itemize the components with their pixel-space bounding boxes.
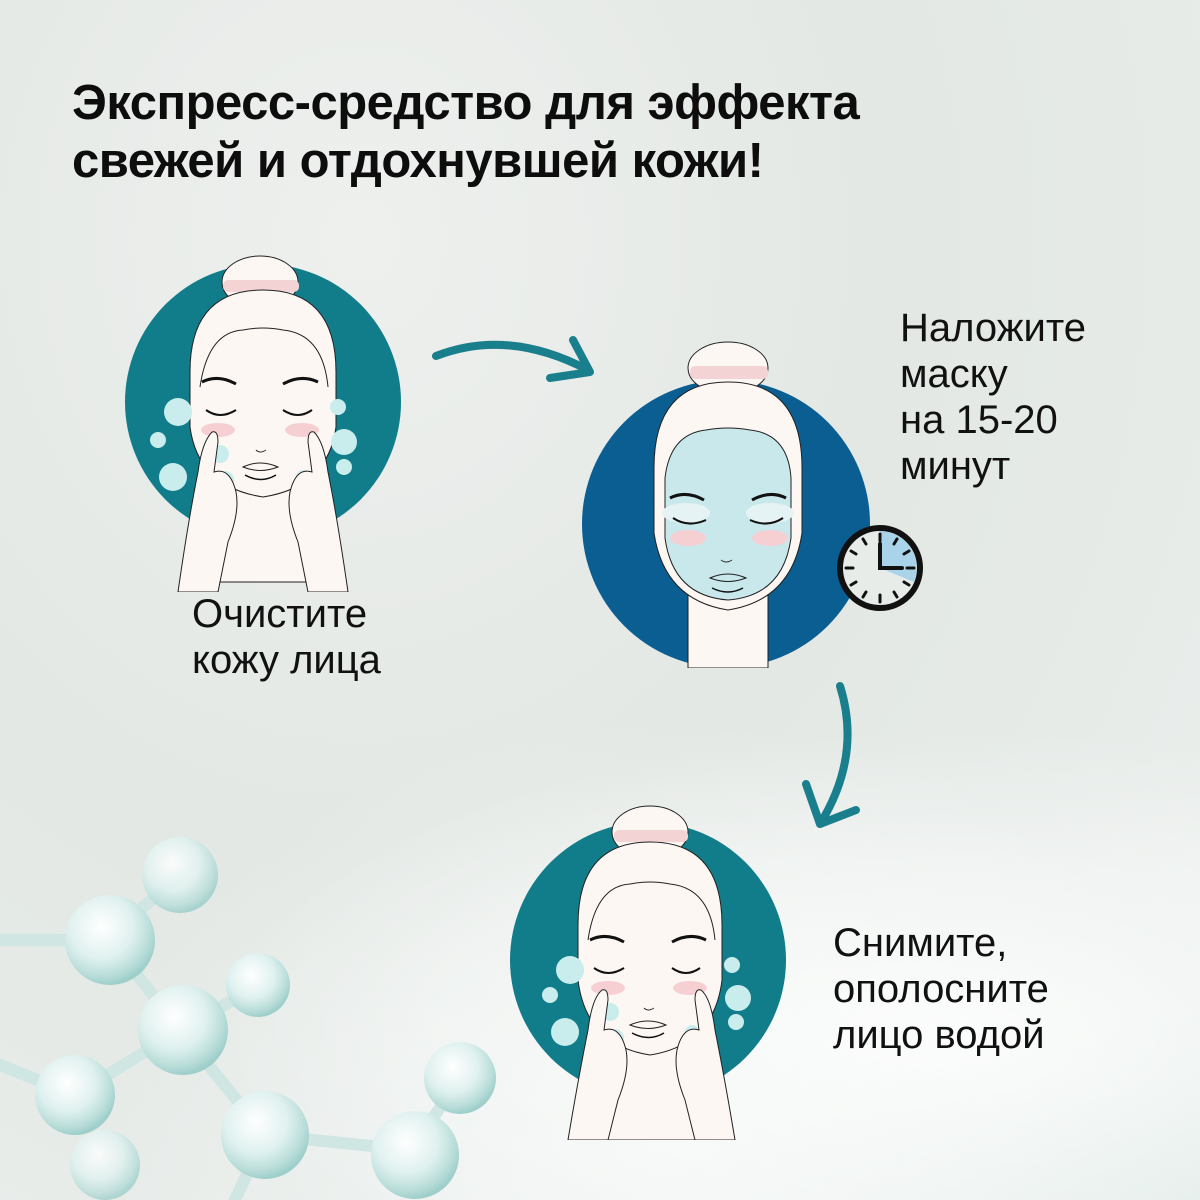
step-apply-mask-caption: Наложите маску на 15-20 минут (900, 305, 1086, 489)
molecule-illustration (0, 820, 520, 1200)
clock-icon (834, 522, 926, 614)
caption-line: минут (900, 444, 1011, 488)
step-rinse-caption: Снимите, ополосните лицо водой (833, 920, 1049, 1058)
curved-arrow-down-icon (798, 676, 878, 836)
caption-line: кожу лица (192, 638, 381, 682)
caption-line: Очистите (192, 592, 368, 636)
caption-line: лицо водой (833, 1013, 1045, 1057)
title-line-1: Экспресс-средство для эффекта (72, 76, 860, 130)
face-washing-illustration (510, 805, 786, 1140)
step-rinse (510, 800, 800, 1140)
caption-line: на 15-20 (900, 398, 1058, 442)
face-washing-illustration (125, 255, 401, 592)
step-cleanse-caption: Очистите кожу лица (192, 591, 381, 683)
curved-arrow-right-icon (428, 328, 608, 388)
caption-line: ополосните (833, 967, 1049, 1011)
caption-line: Снимите, (833, 921, 1008, 965)
caption-line: маску (900, 352, 1008, 396)
page-title: Экспресс-средство для эффекта свежей и о… (72, 74, 860, 190)
step-apply-mask (578, 338, 878, 668)
step-cleanse (118, 252, 408, 592)
face-mask-illustration (582, 341, 870, 668)
title-line-2: свежей и отдохнувшей кожи! (72, 134, 764, 188)
caption-line: Наложите (900, 306, 1086, 350)
